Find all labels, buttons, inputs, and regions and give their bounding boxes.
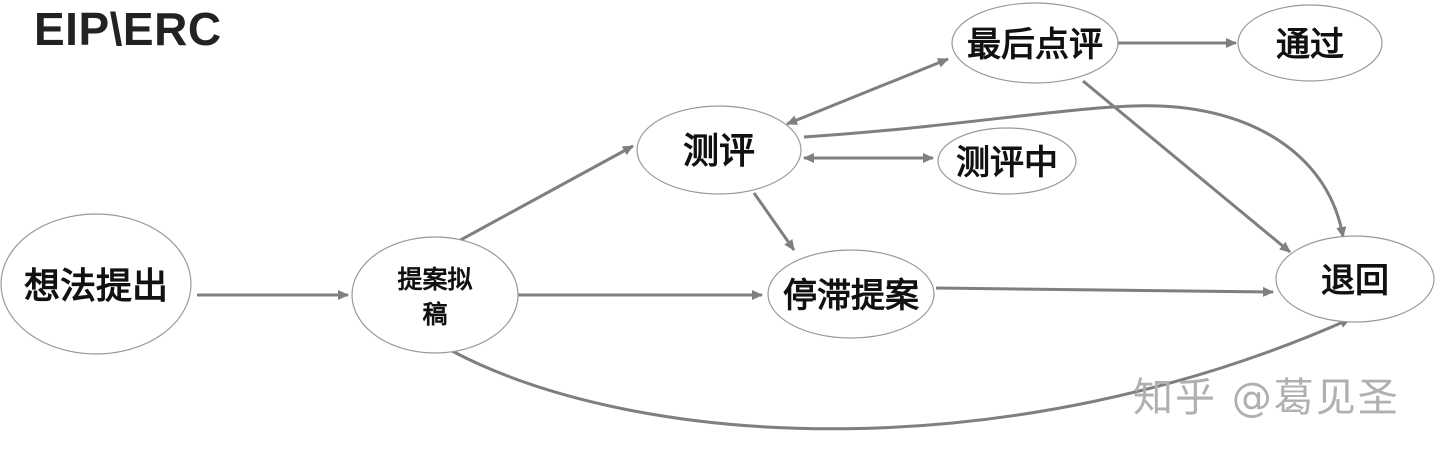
edge-draft-to-review — [454, 144, 634, 245]
node-draft: 提案拟 稿 — [351, 236, 519, 354]
node-stalled: 停滞提案 — [767, 249, 935, 339]
edge-final-review-to-withdrawn — [1082, 79, 1291, 254]
edge-review-to-withdrawn — [803, 104, 1347, 238]
node-stalled-label: 停滞提案 — [783, 276, 920, 316]
watermark: 知乎 @葛见圣 — [1133, 375, 1400, 421]
node-in-review-label: 测评中 — [956, 143, 1058, 183]
node-accepted-label: 通过 — [1276, 25, 1344, 65]
node-withdrawn-label: 退回 — [1321, 261, 1389, 301]
edge-stalled-to-withdrawn — [935, 286, 1274, 297]
node-final-review: 最后点评 — [951, 2, 1119, 84]
node-review-label: 测评 — [683, 131, 755, 172]
node-accepted: 通过 — [1237, 4, 1383, 82]
node-idea-label: 想法提出 — [24, 266, 168, 307]
node-draft-label-line1: 提案拟 — [397, 265, 472, 294]
edge-review-to-stalled — [752, 192, 796, 251]
node-draft-label-line2: 稿 — [422, 300, 447, 329]
node-withdrawn: 退回 — [1275, 235, 1435, 323]
node-review: 测评 — [636, 105, 802, 195]
node-idea: 想法提出 — [0, 213, 192, 355]
node-final-review-label: 最后点评 — [967, 25, 1103, 65]
edge-draft-to-withdrawn — [451, 317, 1351, 431]
edges — [197, 38, 1351, 431]
edge-review-final-review — [786, 57, 949, 126]
diagram-title: EIP\ERC — [34, 3, 222, 55]
node-in-review: 测评中 — [937, 127, 1077, 195]
